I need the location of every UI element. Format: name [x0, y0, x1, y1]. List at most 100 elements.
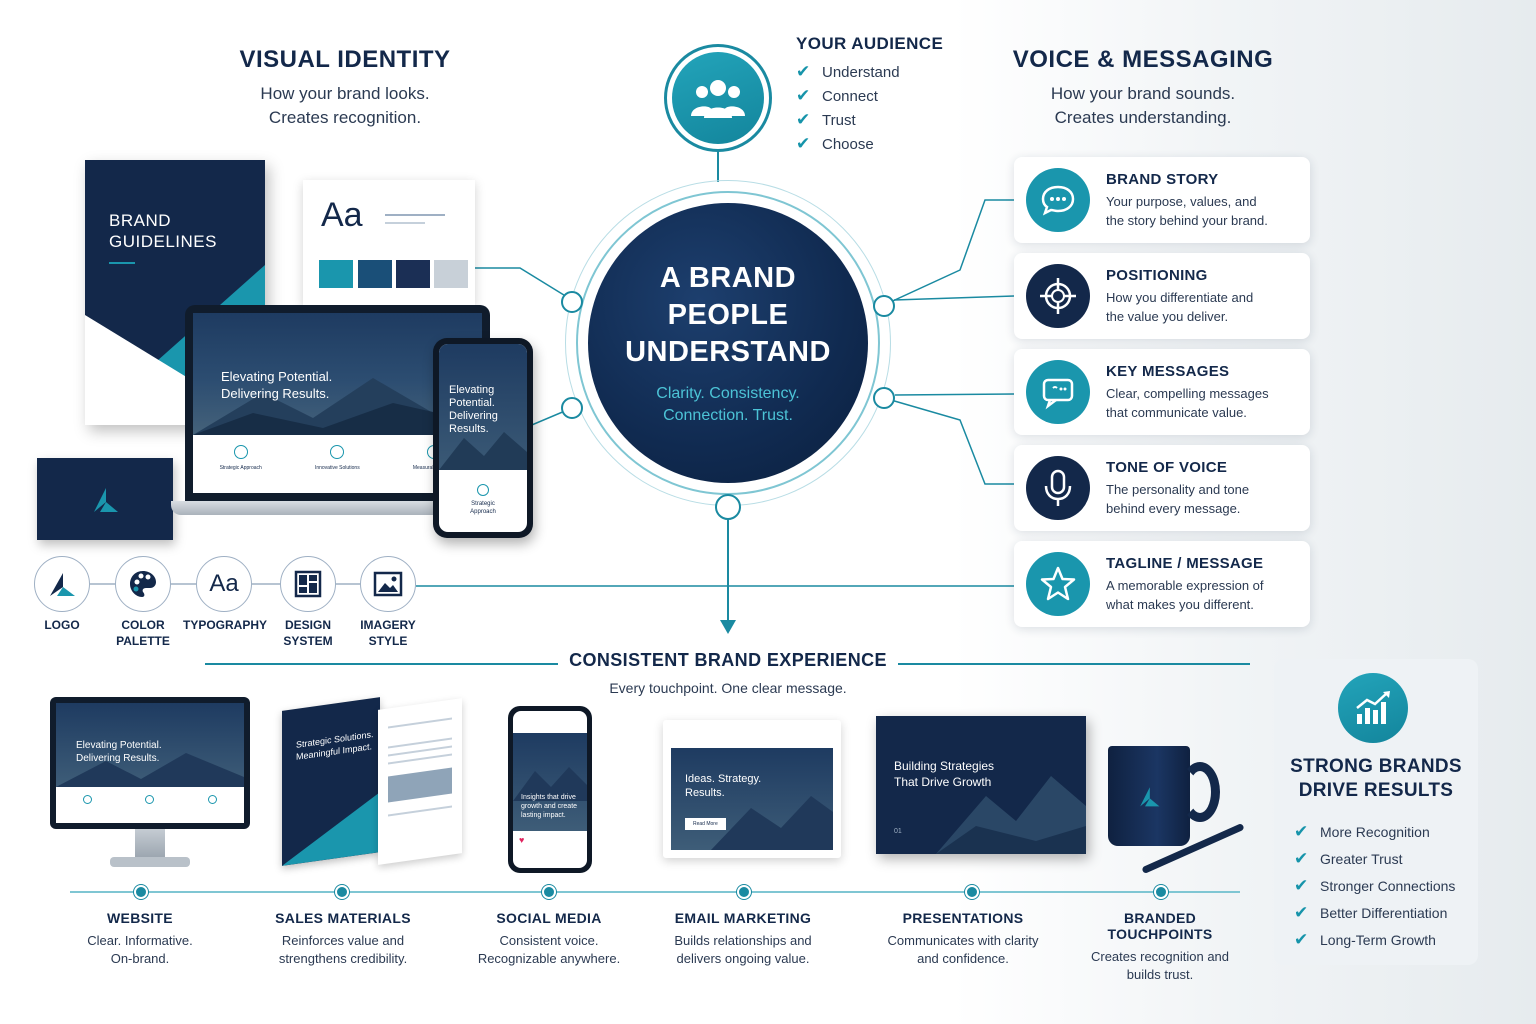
visual-identity-title: VISUAL IDENTITY [239, 46, 451, 73]
email-mockup: Ideas. Strategy.Results. Read More [663, 720, 841, 858]
audience-icon-badge [664, 44, 772, 152]
center-subtitle-1: Clarity. Consistency. [656, 384, 800, 402]
result-item: ✔More Recognition [1294, 821, 1430, 841]
growth-badge [1338, 673, 1408, 743]
card-title: KEY MESSAGES [1106, 362, 1230, 380]
card-title: TAGLINE / MESSAGE [1106, 554, 1264, 572]
imagery-element [360, 556, 416, 612]
audience-item: ✔Connect [796, 86, 878, 105]
identity-label: LOGO [44, 618, 80, 632]
center-title-line1: A BRAND [659, 261, 797, 294]
design-system-element [280, 556, 336, 612]
card-title: BRAND STORY [1106, 170, 1219, 188]
identity-label: TYPOGRAPHY [182, 618, 267, 632]
touchpoint-email-marketing: EMAIL MARKETING Builds relationships and… [674, 910, 812, 966]
chat-bubble-icon [1041, 185, 1075, 216]
typography-element: Aa [196, 556, 252, 612]
timeline-dot [737, 885, 751, 899]
checkmark-icon: ✔ [1294, 875, 1309, 895]
checkmark-icon: ✔ [796, 110, 811, 129]
logo-element [34, 556, 90, 612]
feature-item: Strategic Approach [220, 445, 262, 471]
business-card [37, 458, 173, 540]
color-swatch [319, 260, 353, 288]
visual-identity-subtitle-1: How your brand looks. [260, 84, 430, 103]
mountain-illustration [711, 796, 833, 850]
mountain-illustration [193, 378, 482, 435]
audience-item: ✔Understand [796, 62, 900, 81]
tagline-card: TAGLINE / MESSAGE A memorable expression… [1014, 541, 1310, 627]
experience-title: CONSISTENT BRAND EXPERIENCE [569, 650, 887, 670]
results-title-1: STRONG BRANDS [1290, 756, 1462, 777]
checkmark-icon: ✔ [1294, 848, 1309, 868]
hero-text-line1: Elevating Potential. [221, 369, 333, 384]
mountain-illustration [56, 753, 244, 787]
read-more-button[interactable]: Read More [685, 818, 726, 830]
slide-number: 01 [894, 828, 902, 835]
visual-identity-subtitle-2: Creates recognition. [268, 108, 422, 127]
growth-chart-icon [1356, 691, 1390, 724]
voice-messaging-subtitle-1: How your brand sounds. [1050, 84, 1236, 103]
palette-element [115, 556, 171, 612]
guidelines-title-1: BRAND [109, 211, 172, 230]
connector-node [561, 291, 583, 313]
center-subtitle-2: Connection. Trust. [663, 406, 793, 424]
voice-messaging-title: VOICE & MESSAGING [1012, 46, 1274, 73]
card-title: TONE OF VOICE [1106, 458, 1228, 476]
mountain-illustration [936, 776, 1086, 854]
message-icon [1042, 378, 1074, 410]
target-icon [1040, 278, 1076, 314]
checkmark-icon: ✔ [1294, 902, 1309, 922]
heart-icon: ♥ [519, 835, 525, 845]
checkmark-icon: ✔ [1294, 929, 1309, 949]
audience-title: YOUR AUDIENCE [796, 34, 944, 53]
timeline-dot [965, 885, 979, 899]
center-title-line2: PEOPLE [667, 298, 789, 331]
voice-messaging-header: VOICE & MESSAGING How your brand sounds.… [1000, 46, 1286, 130]
timeline-dot [335, 885, 349, 899]
mountain-illustration [439, 432, 527, 470]
results-title-2: DRIVE RESULTS [1298, 780, 1454, 801]
experience-header: CONSISTENT BRAND EXPERIENCE Every touchp… [560, 650, 896, 696]
mountain-illustration [513, 767, 587, 801]
color-swatch [434, 260, 468, 288]
star-icon [1040, 566, 1076, 601]
touchpoint-website: WEBSITE Clear. Informative.On-brand. [87, 910, 193, 966]
touchpoint-social-media: SOCIAL MEDIA Consistent voice.Recognizab… [477, 910, 621, 966]
typography-card: Aa [303, 180, 475, 305]
branded-mug [1108, 746, 1190, 846]
voice-messaging-subtitle-2: Creates understanding. [1054, 108, 1232, 127]
touchpoint-branded: BRANDED TOUCHPOINTS Creates recognition … [1090, 910, 1230, 982]
connector-node [873, 387, 895, 409]
connector-node [715, 494, 741, 520]
center-core: A BRAND PEOPLE UNDERSTAND Clarity. Consi… [588, 203, 868, 483]
checkmark-icon: ✔ [796, 134, 811, 153]
logo-icon [50, 573, 75, 596]
connector-node [873, 295, 895, 317]
desktop-monitor-mockup: Elevating Potential.Delivering Results. [50, 697, 250, 877]
palette-icon [130, 571, 156, 597]
feature-item: Innovative Solutions [315, 445, 360, 471]
logo-mark-icon [1140, 787, 1160, 807]
visual-identity-header: VISUAL IDENTITY How your brand looks. Cr… [205, 46, 485, 130]
experience-subtitle: Every touchpoint. One clear message. [609, 680, 847, 696]
result-item: ✔Stronger Connections [1294, 875, 1456, 895]
microphone-icon [1044, 469, 1072, 506]
result-item: ✔Long-Term Growth [1294, 929, 1436, 949]
color-swatch [396, 260, 430, 288]
timeline-dot [134, 885, 148, 899]
